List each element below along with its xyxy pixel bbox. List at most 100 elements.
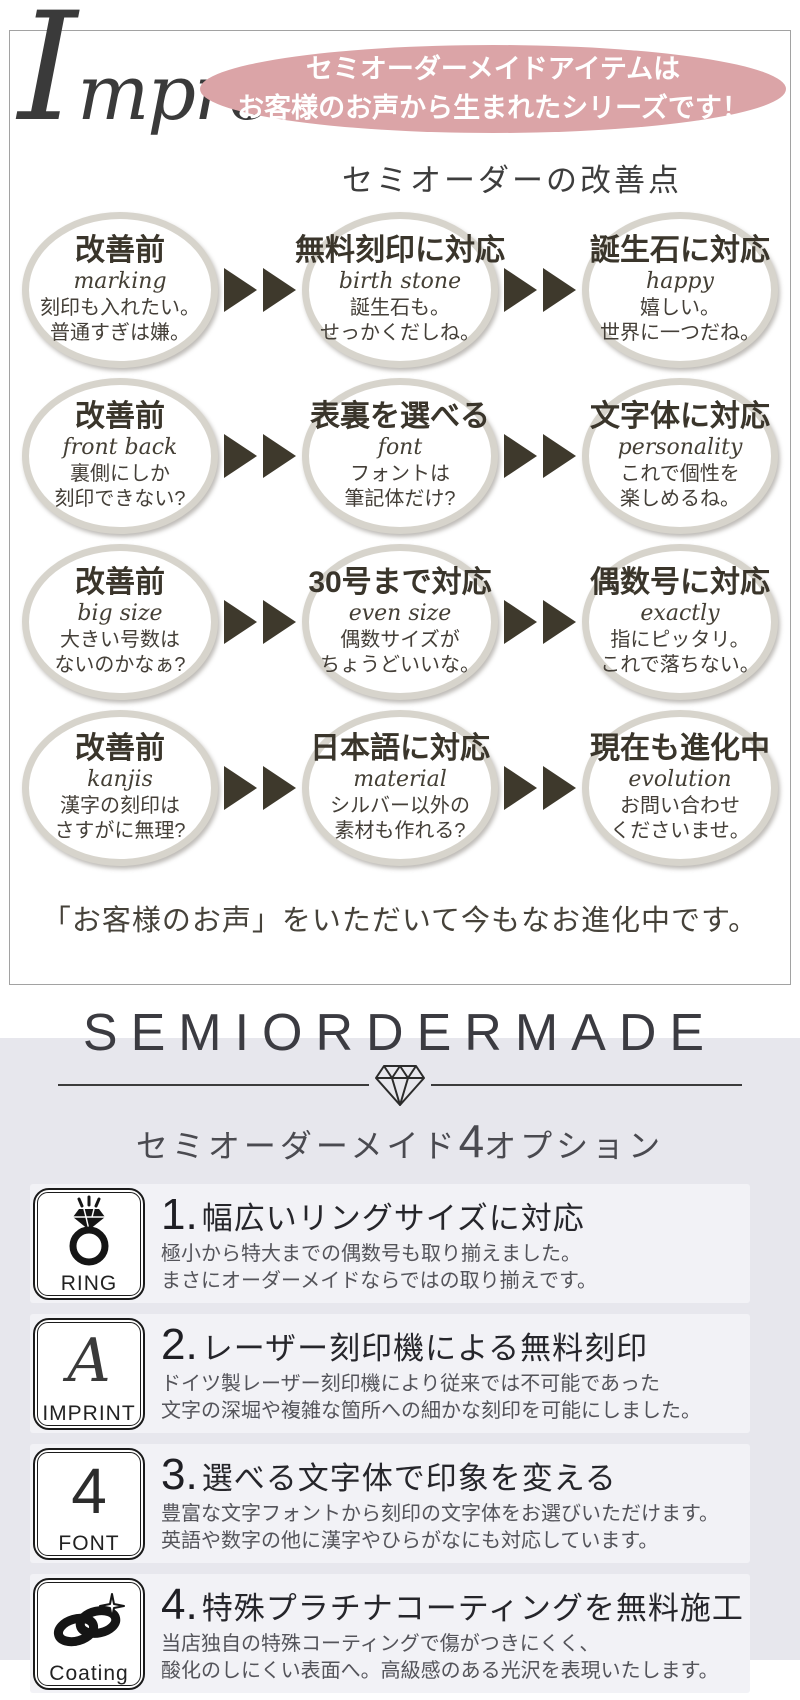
option-body-line2: 文字の深堀や複雑な箇所への細かな刻印を可能にしました。 <box>161 1399 701 1422</box>
imprint-icon-box: A IMPRINT <box>33 1317 145 1430</box>
cell-description: シルバー以外の 素材も作れる? <box>330 794 470 843</box>
improvement-cell: 文字体に対応 personality これで個性を 楽しめるね。 <box>582 378 778 534</box>
semiordermade-heading: SEMIORDERMADE <box>82 1004 718 1062</box>
fast-forward-icon <box>504 766 576 810</box>
cell-title: 改善前 <box>75 399 165 433</box>
cell-title: 無料刻印に対応 <box>295 233 505 267</box>
cell-desc-line1: お問い合わせ <box>620 795 740 818</box>
option-item-imprint: A IMPRINT 2. レーザー刻印機による無料刻印 ドイツ製レーザー刻印機に… <box>30 1314 750 1434</box>
cell-english: birth stone <box>338 269 462 295</box>
imprint-a-icon: A <box>67 1320 110 1402</box>
fast-forward-icon <box>224 268 296 312</box>
cell-title: 偶数号に対応 <box>590 565 770 599</box>
cell-english: evolution <box>628 767 732 793</box>
improvement-cell: 改善前 front back 裏側にしか 刻印できない? <box>22 378 218 534</box>
cell-desc-line1: 偶数サイズが <box>340 629 460 652</box>
cell-description: 刻印も入れたい。 普通すぎは嫌。 <box>40 296 200 345</box>
cell-description: 嬉しい。 世界に一つだね。 <box>600 296 760 345</box>
improvement-cell: 誕生石に対応 happy 嬉しい。 世界に一つだね。 <box>582 212 778 368</box>
improvement-cell: 30号まで対応 even size 偶数サイズが ちょうどいいな。 <box>302 544 498 700</box>
cell-desc-line2: ないのかなぁ? <box>54 653 186 676</box>
cell-desc-line1: 指にピッタリ。 <box>610 629 750 652</box>
script-title-cap: I <box>18 0 78 155</box>
badge-line2: お客様のお声から生まれたシリーズです！ <box>237 93 749 123</box>
cell-description: 裏側にしか 刻印できない? <box>54 462 185 511</box>
improvement-row: 改善前 front back 裏側にしか 刻印できない? 表裏を選べる font… <box>10 373 790 539</box>
divider-line-left <box>58 1084 369 1087</box>
cell-desc-line1: これで個性を <box>620 463 740 486</box>
option-body: 豊富な文字フォントから刻印の文字体をお選びいただけます。 英語や数字の他に漢字や… <box>161 1501 719 1554</box>
option-text: 1. 幅広いリングサイズに対応 極小から特大までの偶数号も取り揃えました。 まさ… <box>161 1193 597 1294</box>
cell-title: 改善前 <box>75 731 165 765</box>
option-text: 3. 選べる文字体で印象を変える 豊富な文字フォントから刻印の文字体をお選びいた… <box>161 1453 719 1554</box>
subtitle-prefix: セミオーダーメイド <box>135 1128 459 1165</box>
cell-desc-line2: これで落ちない。 <box>600 653 760 676</box>
option-body: 当店独自の特殊コーティングで傷がつきにくく、 酸化のしにくい表面へ。高級感のある… <box>161 1631 742 1684</box>
cell-title: 30号まで対応 <box>308 565 492 599</box>
subtitle-number: 4 <box>458 1115 485 1168</box>
improvement-row: 改善前 kanjis 漢字の刻印は さすがに無理? 日本語に対応 materia… <box>10 705 790 871</box>
cell-title: 改善前 <box>75 233 165 267</box>
cell-description: お問い合わせ くださいませ。 <box>610 794 749 843</box>
fast-forward-icon <box>504 268 576 312</box>
cell-description: これで個性を 楽しめるね。 <box>620 462 740 511</box>
cell-title: 誕生石に対応 <box>590 233 770 267</box>
cell-desc-line2: さすがに無理? <box>54 819 186 842</box>
option-item-ring: RING 1. 幅広いリングサイズに対応 極小から特大までの偶数号も取り揃えまし… <box>30 1184 750 1304</box>
option-text: 2. レーザー刻印機による無料刻印 ドイツ製レーザー刻印機により従来では不可能で… <box>161 1323 701 1424</box>
cell-desc-line1: シルバー以外の <box>330 795 470 818</box>
improvement-cell: 改善前 marking 刻印も入れたい。 普通すぎは嫌。 <box>22 212 218 368</box>
improvement-footer: 「お客様のお声」をいただいて今もなお進化中です。 <box>41 905 759 937</box>
icon-label: Coating <box>49 1661 129 1685</box>
cell-english: material <box>353 767 447 793</box>
cell-english: even size <box>348 601 452 627</box>
cell-english: font <box>377 435 423 461</box>
improvement-header: Improvement セミオーダーメイドアイテムは お客様のお声から生まれたシ… <box>10 0 790 207</box>
cell-title: 現在も進化中 <box>590 731 770 765</box>
option-body-line1: 当店独自の特殊コーティングで傷がつきにくく、 <box>161 1633 600 1656</box>
fast-forward-icon <box>504 434 576 478</box>
cell-desc-line2: 世界に一つだね。 <box>600 321 760 344</box>
options-section: セミオーダーメイド4オプション RING <box>0 1038 800 1694</box>
cell-desc-line1: フォントは <box>350 463 450 486</box>
cell-english: front back <box>62 435 178 461</box>
font-icon-box: 4 FONT <box>33 1447 145 1560</box>
option-body-line2: 英語や数字の他に漢字やひらがなにも対応しています。 <box>161 1529 659 1552</box>
cell-description: 偶数サイズが ちょうどいいな。 <box>320 628 480 677</box>
cell-desc-line2: 素材も作れる? <box>334 819 466 842</box>
improvement-row: 改善前 marking 刻印も入れたい。 普通すぎは嫌。 無料刻印に対応 bir… <box>10 207 790 373</box>
cell-desc-line1: 刻印も入れたい。 <box>40 297 200 320</box>
option-title-row: 3. 選べる文字体で印象を変える <box>161 1453 719 1498</box>
cell-description: 漢字の刻印は さすがに無理? <box>54 794 185 843</box>
options-list: RING 1. 幅広いリングサイズに対応 極小から特大までの偶数号も取り揃えまし… <box>30 1184 750 1694</box>
divider-line-right <box>431 1084 742 1087</box>
cell-desc-line1: 嬉しい。 <box>640 297 720 320</box>
cell-desc-line2: せっかくだしね。 <box>320 321 480 344</box>
improvement-cell: 偶数号に対応 exactly 指にピッタリ。 これで落ちない。 <box>582 544 778 700</box>
cell-desc-line2: 普通すぎは嫌。 <box>50 321 190 344</box>
improvement-cell: 現在も進化中 evolution お問い合わせ くださいませ。 <box>582 710 778 866</box>
cell-desc-line2: 楽しめるね。 <box>620 487 740 510</box>
cell-title: 改善前 <box>75 565 165 599</box>
heading-divider <box>58 1038 742 1108</box>
option-title-row: 1. 幅広いリングサイズに対応 <box>161 1193 597 1238</box>
option-body-line2: 酸化のしにくい表面へ。高級感のある光沢を表現いたします。 <box>161 1659 719 1682</box>
option-body-line1: 極小から特大までの偶数号も取り揃えました。 <box>161 1243 581 1266</box>
coating-rings-icon <box>52 1580 126 1662</box>
option-body: ドイツ製レーザー刻印機により従来では不可能であった 文字の深堀や複雑な箇所への細… <box>161 1371 701 1424</box>
icon-label: FONT <box>58 1531 120 1555</box>
option-item-font: 4 FONT 3. 選べる文字体で印象を変える 豊富な文字フォントから刻印の文字… <box>30 1444 750 1564</box>
cell-desc-line1: 誕生石も。 <box>350 297 450 320</box>
cell-title: 表裏を選べる <box>310 399 490 433</box>
improvement-row: 改善前 big size 大きい号数は ないのかなぁ? 30号まで対応 even… <box>10 539 790 705</box>
option-number: 3. <box>161 1450 198 1500</box>
cell-desc-line1: 裏側にしか <box>70 463 170 486</box>
ring-icon <box>57 1190 121 1272</box>
cell-description: フォントは 筆記体だけ? <box>344 462 455 511</box>
font-4-icon: 4 <box>71 1450 107 1532</box>
option-title: 幅広いリングサイズに対応 <box>201 1201 585 1237</box>
option-number: 2. <box>161 1320 198 1370</box>
coating-icon-box: Coating <box>33 1577 145 1690</box>
cell-english: personality <box>617 435 743 461</box>
option-item-coating: Coating 4. 特殊プラチナコーティングを無料施工 当店独自の特殊コーティ… <box>30 1574 750 1694</box>
